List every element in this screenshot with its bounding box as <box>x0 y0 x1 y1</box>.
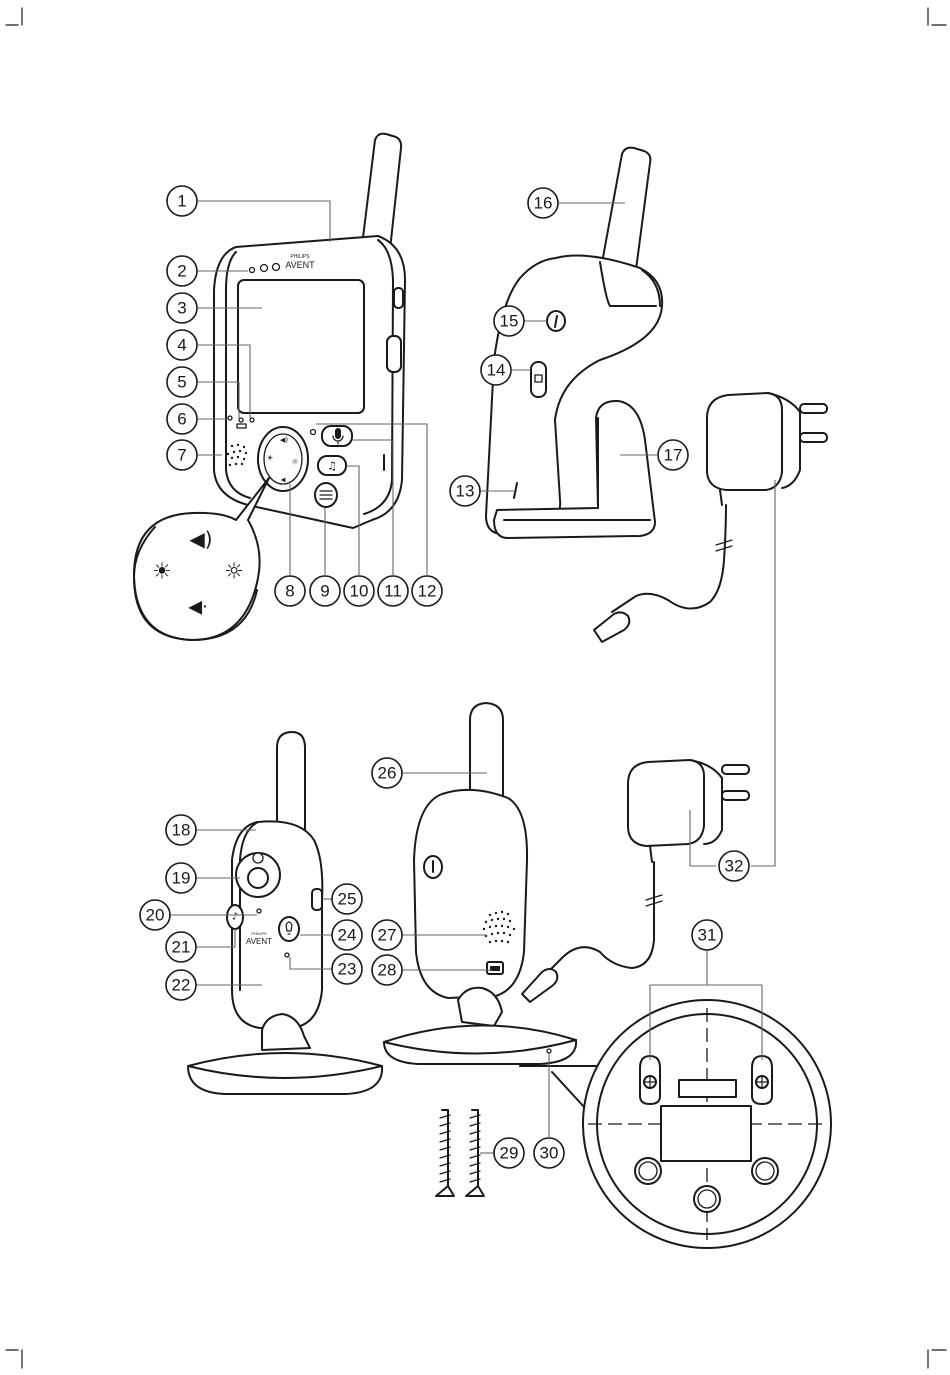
callout-16: 16 <box>528 188 558 218</box>
svg-text:21: 21 <box>172 938 191 957</box>
callout-27: 27 <box>372 920 402 950</box>
svg-text:27: 27 <box>378 926 397 945</box>
callout-31: 31 <box>692 920 722 950</box>
callout-2: 2 <box>167 256 197 286</box>
svg-text:32: 32 <box>725 857 744 876</box>
baby-unit-body <box>232 821 322 1028</box>
callout-5: 5 <box>167 367 197 397</box>
callout-10: 10 <box>344 576 374 606</box>
svg-text:17: 17 <box>664 446 683 465</box>
callout-1: 1 <box>167 186 197 216</box>
callout-32: 32 <box>719 851 749 881</box>
svg-text:31: 31 <box>698 926 717 945</box>
brightness-up-icon: ☼ <box>224 560 244 585</box>
pad-volume-up-mark: ◀) <box>280 436 288 444</box>
callout-24: 24 <box>332 920 362 950</box>
svg-text:PHILIPS: PHILIPS <box>251 931 267 936</box>
pad-brightness-up-mark: ☼ <box>291 458 298 467</box>
svg-text:12: 12 <box>418 582 437 601</box>
svg-text:13: 13 <box>456 482 475 501</box>
callout-28: 28 <box>372 955 402 985</box>
pad-brightness-down-mark: ☀ <box>266 454 273 463</box>
callout-25: 25 <box>332 884 362 914</box>
callout-26: 26 <box>372 758 402 788</box>
parent-unit-screen <box>238 280 364 413</box>
callout-12: 12 <box>412 576 442 606</box>
pad-volume-down-mark: ◀ <box>281 477 286 484</box>
callout-23: 23 <box>332 954 362 984</box>
brightness-down-icon: ☀ <box>152 560 172 585</box>
svg-text:7: 7 <box>177 446 186 465</box>
svg-text:6: 6 <box>177 410 186 429</box>
svg-text:1: 1 <box>177 192 186 211</box>
callout-19: 19 <box>166 863 196 893</box>
callout-21: 21 <box>166 932 196 962</box>
night-light-button <box>279 917 299 941</box>
callout-9: 9 <box>310 576 340 606</box>
svg-text:19: 19 <box>172 869 191 888</box>
callout-14: 14 <box>481 355 511 385</box>
callout-7: 7 <box>167 440 197 470</box>
svg-text:11: 11 <box>384 582 402 601</box>
svg-text:2: 2 <box>177 262 186 281</box>
callout-8: 8 <box>275 576 305 606</box>
callout-11: 11 <box>378 576 408 606</box>
svg-text:30: 30 <box>540 1144 559 1163</box>
callout-20: 20 <box>140 900 170 930</box>
svg-text:24: 24 <box>338 926 357 945</box>
svg-text:8: 8 <box>285 582 294 601</box>
baby-back-body <box>414 790 527 998</box>
svg-text:3: 3 <box>177 299 186 318</box>
svg-text:5: 5 <box>177 373 186 392</box>
volume-up-icon: ◀) <box>189 527 212 551</box>
svg-text:26: 26 <box>378 764 397 783</box>
callout-15: 15 <box>494 306 524 336</box>
svg-text:22: 22 <box>172 976 191 995</box>
svg-text:18: 18 <box>172 821 191 840</box>
svg-text:25: 25 <box>338 890 357 909</box>
svg-text:4: 4 <box>177 336 186 355</box>
callout-6: 6 <box>167 404 197 434</box>
svg-text:15: 15 <box>500 312 519 331</box>
svg-text:16: 16 <box>534 194 553 213</box>
svg-text:23: 23 <box>338 960 357 979</box>
baby-unit-antenna <box>277 732 305 836</box>
callout-30: 30 <box>534 1138 564 1168</box>
brand-product-line: AVENT <box>285 260 315 270</box>
svg-text:AVENT: AVENT <box>246 937 272 946</box>
volume-down-icon: ◀· <box>188 597 208 618</box>
callout-18: 18 <box>166 815 196 845</box>
svg-text:9: 9 <box>320 582 329 601</box>
svg-text:♪: ♪ <box>232 912 238 923</box>
svg-text:20: 20 <box>146 906 165 925</box>
callout-22: 22 <box>166 970 196 1000</box>
callout-29: 29 <box>494 1138 524 1168</box>
svg-text:10: 10 <box>350 582 369 601</box>
baby-side-switch <box>312 889 322 910</box>
lullaby-icon: ♫ <box>327 460 337 473</box>
wall-mount-screws <box>436 1110 484 1196</box>
parent-unit-back <box>486 148 662 538</box>
power-adapter-bottom <box>522 760 749 1002</box>
callout-17: 17 <box>658 440 688 470</box>
callout-3: 3 <box>167 293 197 323</box>
callout-4: 4 <box>167 330 197 360</box>
svg-text:29: 29 <box>500 1144 519 1163</box>
svg-text:14: 14 <box>487 361 506 380</box>
svg-text:28: 28 <box>378 961 397 980</box>
callout-13: 13 <box>450 476 480 506</box>
baby-unit-back <box>384 703 576 1064</box>
